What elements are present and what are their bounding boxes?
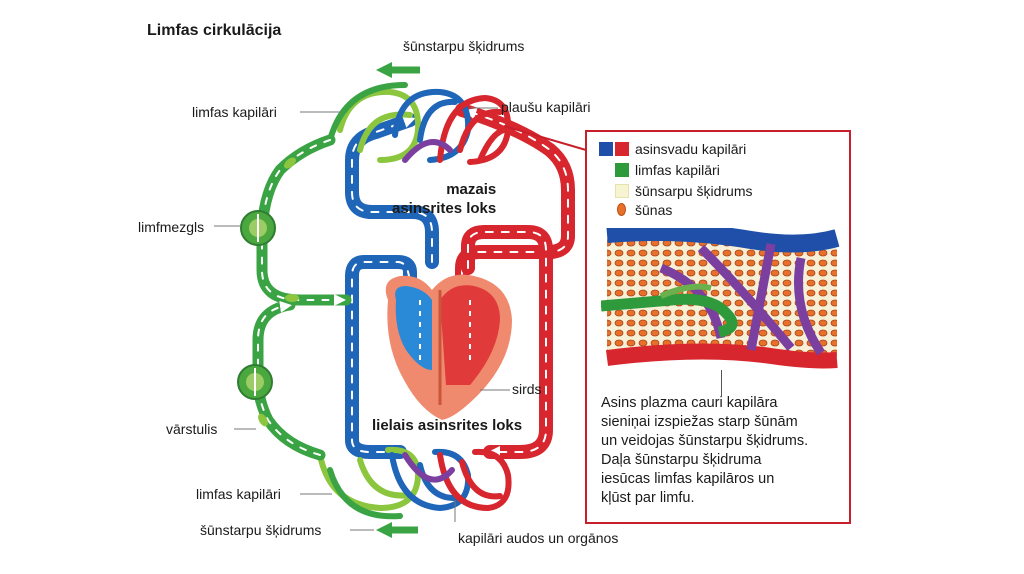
label-lymph-node: limfmezgls xyxy=(138,219,205,235)
label-lymph-capillaries-bottom: limfas kapilāri xyxy=(196,486,281,502)
legend-label-interstitial: šūnsarpu šķidrums xyxy=(635,183,753,199)
lung-capillary-network xyxy=(327,82,515,165)
label-heart: sirds xyxy=(512,381,542,397)
magnified-tissue-illustration xyxy=(601,228,840,369)
legend-swatch-interstitial xyxy=(615,184,629,198)
label-systemic-circuit: lielais asinsrites loks xyxy=(372,417,523,434)
legend-swatch-lymph xyxy=(615,163,629,177)
venous-vessels xyxy=(345,113,439,459)
legend-description: Asins plazma cauri kapilāra sieniņai izs… xyxy=(601,395,809,506)
legend-label-blood-capillaries: asinsvadu kapilāri xyxy=(635,141,747,157)
label-tissue-capillaries: kapilāri audos un orgānos xyxy=(458,530,619,546)
label-interstitial-bottom: šūnstarpu šķidrums xyxy=(200,522,322,538)
label-valve: vārstulis xyxy=(166,421,218,437)
label-interstitial-top: šūnstarpu šķidrums xyxy=(403,38,525,54)
legend-label-cells: šūnas xyxy=(635,202,673,218)
label-lung-capillaries: plaušu kapilāri xyxy=(501,99,591,115)
illustration-pointer xyxy=(721,370,722,396)
label-lymph-capillaries-top: limfas kapilāri xyxy=(192,104,277,120)
legend-label-lymph-capillaries: limfas kapilāri xyxy=(635,162,720,178)
lymph-vessels xyxy=(252,134,352,461)
diagram-title: Limfas cirkulācija xyxy=(147,22,282,39)
heart-illustration xyxy=(385,274,512,420)
lymph-node-lower xyxy=(237,364,273,400)
legend-swatch-blood-red xyxy=(615,142,629,156)
tissue-capillary-network xyxy=(317,446,512,520)
lymph-node-upper xyxy=(240,210,276,246)
leader-lines xyxy=(214,107,510,531)
legend-zoom-box: asinsvadu kapilāri limfas kapilāri šūnsa… xyxy=(585,130,851,524)
arterial-vessels xyxy=(455,103,575,459)
label-pulmonary-circuit: mazais asinsrites loks xyxy=(392,181,497,217)
zoom-pointer-line xyxy=(503,125,587,151)
legend-swatch-blood-blue xyxy=(599,142,613,156)
cell-icon xyxy=(617,203,626,216)
